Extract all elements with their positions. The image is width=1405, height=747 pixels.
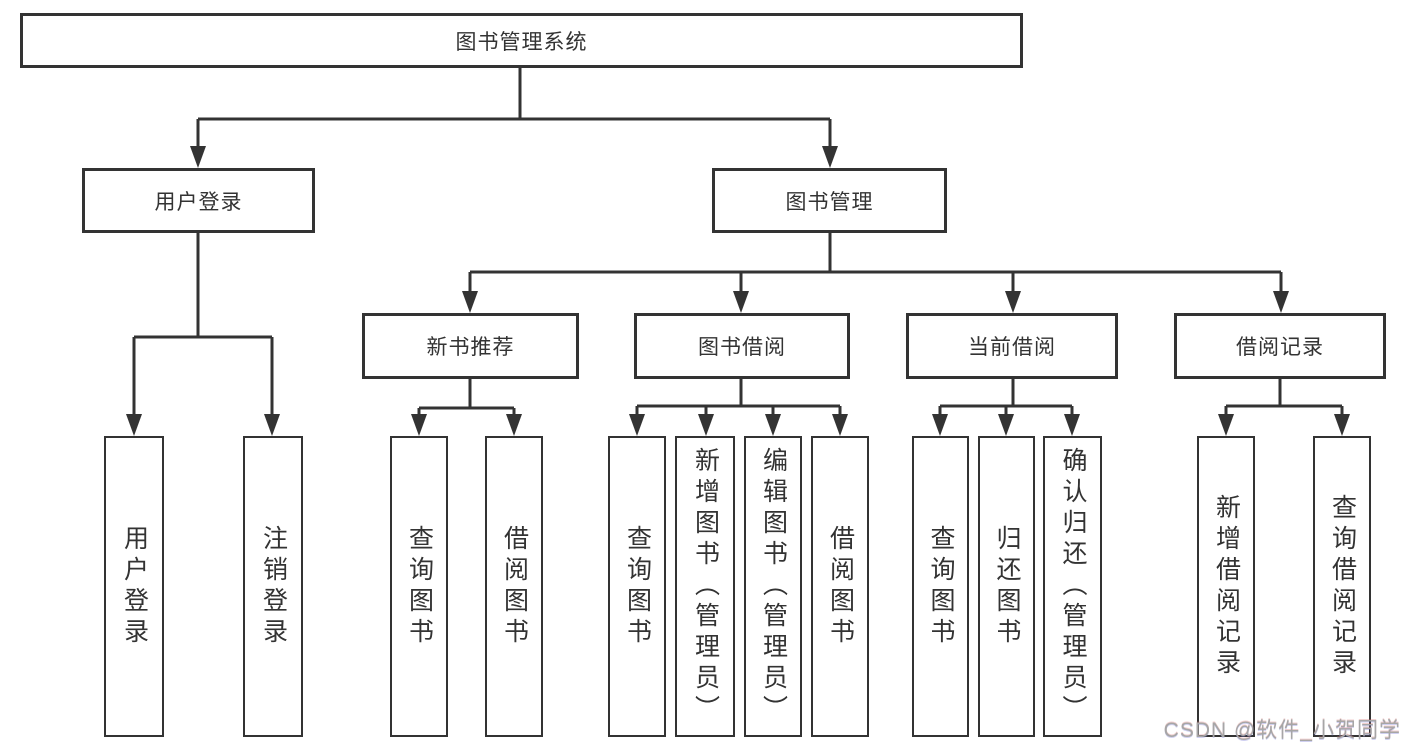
leaf-nb-borrow-books: 借阅图书 [485, 436, 543, 737]
leaf-logout: 注销登录 [243, 436, 303, 737]
node-label: 新增借阅记录 [1212, 493, 1241, 680]
leaf-user-login: 用户登录 [104, 436, 164, 737]
node-label: 新书推荐 [426, 336, 515, 359]
node-label: 查询图书 [405, 524, 434, 649]
node-user-login-group: 用户登录 [82, 168, 315, 233]
node-label: 查询图书 [927, 524, 955, 649]
node-label: 查询借阅记录 [1328, 493, 1357, 680]
node-label: 用户登录 [154, 190, 243, 214]
node-label: 图书管理 [785, 190, 874, 214]
node-label: 图书管理系统 [455, 30, 588, 54]
node-borrowing-records: 借阅记录 [1174, 313, 1386, 379]
leaf-br-add-record: 新增借阅记录 [1197, 436, 1255, 737]
node-label: 用户登录 [120, 524, 149, 649]
leaf-bb-edit-books-admin: 编辑图书（管理员） [744, 436, 802, 737]
node-label: 归还图书 [993, 524, 1021, 649]
leaf-cb-query-books: 查询图书 [912, 436, 969, 737]
csdn-watermark: CSDN @软件_小贺同学 [1163, 719, 1401, 742]
node-label: 查询图书 [623, 524, 652, 649]
node-label: 图书借阅 [698, 336, 786, 359]
node-label: 编辑图书（管理员） [759, 447, 788, 726]
node-label: 新增图书（管理员） [691, 447, 720, 726]
node-label: 借阅图书 [500, 524, 529, 649]
node-label: 借阅图书 [826, 524, 855, 649]
leaf-nb-query-books: 查询图书 [390, 436, 448, 737]
leaf-cb-return-books: 归还图书 [978, 436, 1035, 737]
node-label: 注销登录 [259, 524, 288, 649]
node-label: 借阅记录 [1236, 336, 1324, 359]
leaf-br-query-record: 查询借阅记录 [1313, 436, 1371, 737]
leaf-bb-query-books: 查询图书 [608, 436, 666, 737]
node-book-management-group: 图书管理 [712, 168, 947, 233]
leaf-bb-borrow-books: 借阅图书 [811, 436, 869, 737]
node-library-management-system: 图书管理系统 [20, 13, 1023, 68]
leaf-bb-add-books-admin: 新增图书（管理员） [675, 436, 735, 737]
node-label: 确认归还（管理员） [1059, 447, 1087, 726]
leaf-cb-confirm-return-admin: 确认归还（管理员） [1043, 436, 1102, 737]
node-current-borrowing: 当前借阅 [906, 313, 1118, 379]
node-label: 当前借阅 [968, 336, 1056, 359]
node-new-book-recommendation: 新书推荐 [362, 313, 579, 379]
node-book-borrowing: 图书借阅 [634, 313, 850, 379]
